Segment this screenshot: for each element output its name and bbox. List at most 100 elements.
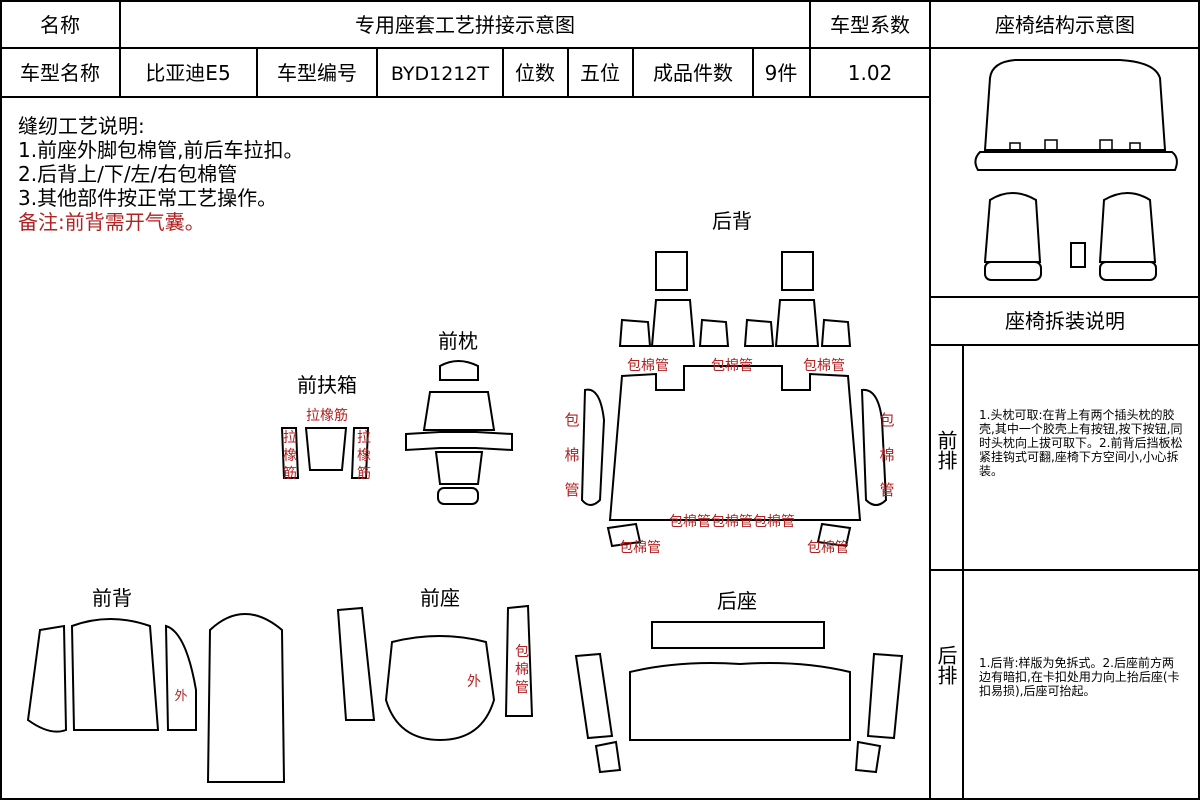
rear-seat-latch-2: [1044, 139, 1058, 151]
code-label: 车型编号: [277, 61, 357, 85]
rear-label-cotton-2: 包棉管: [711, 357, 753, 374]
armrest-top-label: 拉橡筋: [306, 407, 348, 424]
front-armrest-title: 前扶箱: [297, 373, 357, 397]
rear-side-top-4: [820, 318, 852, 347]
front-left-seat-cushion: [984, 261, 1042, 281]
armrest-top: [304, 427, 348, 471]
rear-side-top-3: [743, 318, 775, 347]
rear-row-label-1: 后排: [934, 645, 958, 685]
rear-seat-left-side: [574, 652, 614, 740]
front-seat-outer-label: 外: [467, 674, 481, 690]
rear-seat-pieces: [574, 621, 904, 774]
rear-back-left-wing: [580, 388, 606, 506]
armrest-left-xiang: 橡: [283, 448, 297, 464]
rear-headrest-left: [655, 251, 688, 291]
rear-headrest-left-lower: [650, 299, 696, 347]
rear-side-top-2: [698, 318, 730, 347]
code-value: BYD1212T: [391, 63, 490, 85]
name-label: 名称: [40, 13, 80, 37]
sewing-notes: 缝纫工艺说明: 1.前座外脚包棉管,前后车拉扣。 2.后背上/下/左/右包棉管 …: [18, 114, 438, 234]
rear-side-top-1: [618, 318, 652, 347]
pieces-value: 9件: [765, 61, 798, 85]
rear-seat-tab-left: [594, 740, 622, 774]
front-seat-cushion: [384, 635, 496, 742]
front-back-main: [70, 618, 160, 731]
front-back-title: 前背: [92, 586, 132, 610]
front-seat-guan: 管: [515, 680, 529, 696]
rear-right-label-guan: 管: [879, 481, 894, 499]
structure-title: 座椅结构示意图: [995, 13, 1135, 37]
notes-heading: 缝纫工艺说明:: [18, 114, 145, 138]
rear-left-label-guan: 管: [564, 481, 579, 499]
rear-seat-cushion-outline: [974, 151, 1178, 171]
rear-seat-cushion: [629, 662, 851, 741]
front-left-seat-outline: [983, 192, 1042, 263]
headrest-front: [422, 391, 496, 431]
rear-right-label-bao: 包: [879, 411, 894, 429]
rear-back-pieces: [580, 251, 888, 521]
model-value: 比亚迪E5: [145, 61, 230, 85]
headrest-top: [439, 360, 479, 381]
armrest-right: [350, 427, 370, 479]
rear-bottom-label: 包棉管包棉管包棉管: [669, 513, 795, 530]
rear-bottom-left-label: 包棉管: [619, 539, 661, 556]
front-right-seat-cushion: [1099, 261, 1157, 281]
rear-seat-latch-1: [1009, 142, 1021, 153]
headrest-bottom: [437, 487, 479, 505]
rear-left-label-mian: 棉: [564, 446, 579, 464]
front-headrest-title: 前枕: [438, 329, 478, 353]
rear-seat-right-side: [866, 652, 904, 740]
front-armrest-pieces: [280, 427, 370, 479]
pieces-label: 成品件数: [653, 61, 733, 85]
note-3: 3.其他部件按正常工艺操作。: [18, 186, 278, 210]
front-right-seat-outline: [1098, 192, 1157, 263]
front-seat-right-side: [504, 604, 534, 717]
model-label: 车型名称: [20, 61, 100, 85]
armrest-left: [280, 427, 300, 479]
rear-seat-latch-3: [1099, 139, 1113, 151]
front-seat-left-side: [336, 606, 376, 721]
armrest-left-jin: 筋: [283, 465, 297, 482]
rear-headrest-right-lower: [774, 299, 820, 347]
rear-seat-latch-4: [1129, 142, 1141, 153]
coef-value: 1.02: [848, 61, 893, 85]
seats-value: 五位: [580, 61, 620, 85]
front-seat-mian: 棉: [515, 661, 529, 678]
rear-seat-tab-right: [854, 740, 882, 774]
rear-label-cotton-1: 包棉管: [627, 357, 669, 374]
armrest-right-la: 拉: [357, 430, 371, 446]
seat-structure-diagram: [974, 59, 1178, 281]
rear-left-label-bao: 包: [564, 411, 579, 429]
front-back-pieces: [26, 613, 286, 783]
headrest-band: [405, 431, 513, 452]
rear-row-text: 1.后背:样版为免拆式。2.后座前方两边有暗扣,在卡扣处用力向上抬后座(卡扣易损…: [979, 656, 1180, 698]
headrest-back: [434, 451, 484, 485]
armrest-left-la: 拉: [283, 430, 297, 446]
rear-seat-back-outline: [983, 59, 1167, 151]
front-seat-pieces: [336, 604, 534, 742]
armrest-right-xiang: 橡: [357, 448, 371, 464]
rear-seat-front-strip: [651, 621, 825, 649]
note-1: 1.前座外脚包棉管,前后车拉扣。: [18, 138, 304, 162]
rear-back-right-wing: [860, 388, 888, 506]
center-console-outline: [1070, 242, 1086, 268]
seats-label: 位数: [515, 61, 555, 85]
disassembly-title: 座椅拆装说明: [1005, 309, 1125, 333]
front-seat-title: 前座: [420, 586, 460, 610]
front-back-rear-panel: [206, 613, 286, 783]
front-headrest-pieces: [405, 360, 513, 505]
front-seat-bao: 包: [515, 644, 529, 660]
rear-back-title: 后背: [712, 209, 752, 233]
front-back-right-side: [164, 624, 197, 731]
rear-headrest-right: [781, 251, 814, 291]
front-row-text: 1.头枕可取:在背上有两个插头枕的胶壳,其中一个胶壳上有按钮,按下按钮,同时头枕…: [979, 408, 1183, 478]
notes-remark: 备注:前背需开气囊。: [18, 210, 205, 234]
rear-label-cotton-3: 包棉管: [803, 357, 845, 374]
rear-right-label-mian: 棉: [879, 446, 894, 464]
armrest-right-jin: 筋: [357, 465, 371, 482]
front-back-outer-label: 外: [174, 689, 187, 704]
note-2: 2.后背上/下/左/右包棉管: [18, 162, 238, 186]
coef-label: 车型系数: [830, 13, 910, 37]
